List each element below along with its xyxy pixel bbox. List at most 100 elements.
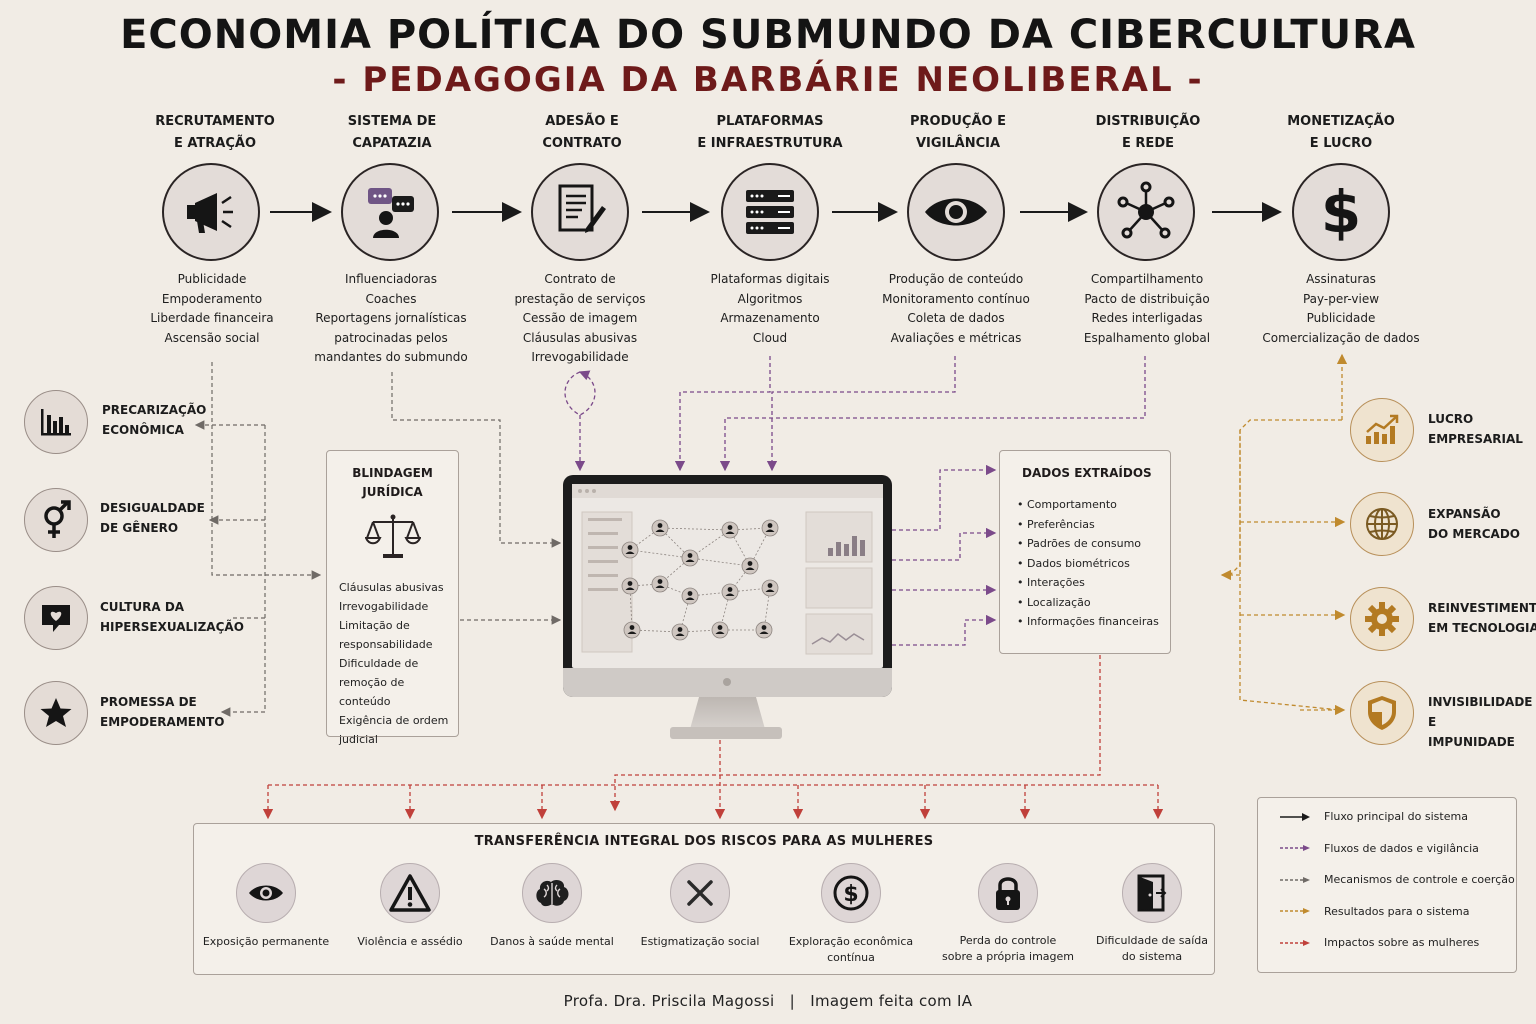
risk-icon-image-control	[978, 863, 1038, 923]
scales-icon	[327, 512, 458, 564]
legend: Fluxo principal do sistema Fluxos de dad…	[1257, 797, 1517, 973]
risk-icon-exit-difficulty	[1122, 863, 1182, 923]
coin-icon: $	[833, 875, 869, 911]
growth-chart-icon	[1366, 414, 1399, 444]
legend-swatch-control	[1280, 876, 1310, 883]
footer-note: Imagem feita com IA	[810, 992, 973, 1010]
footer-separator: |	[789, 992, 796, 1010]
shield-icon	[1368, 696, 1396, 730]
star-icon	[40, 698, 72, 727]
extracted-data-panel: DADOS EXTRAÍDOS • Comportamento • Prefer…	[999, 450, 1171, 654]
influencer-chat-icon	[368, 188, 414, 238]
risk-label-mental-health: Danos à saúde mental	[490, 935, 614, 948]
legend-item-results: Resultados para o sistema	[1280, 896, 1516, 928]
legend-swatch-results	[1280, 908, 1310, 915]
dollar-icon: $	[1321, 180, 1361, 244]
server-icon	[746, 190, 794, 234]
stage-icon-recruitment	[162, 163, 260, 261]
data-flow-lines	[564, 356, 1146, 646]
stage-icon-contract	[531, 163, 629, 261]
result-flow-lines	[1220, 353, 1348, 716]
impact-flow-lines	[262, 655, 1164, 820]
page-title: ECONOMIA POLÍTICA DO SUBMUNDO DA CIBERCU…	[120, 12, 1416, 58]
risk-icon-mental-health	[522, 863, 582, 923]
result-icon-reinvestment	[1350, 587, 1414, 651]
legend-swatch-impacts	[1280, 939, 1310, 946]
svg-text:$: $	[1321, 180, 1361, 244]
eye-icon	[249, 885, 283, 901]
bar-chart-icon	[41, 409, 71, 436]
result-icon-expansion	[1350, 492, 1414, 556]
contract-icon	[558, 184, 606, 233]
result-icon-impunity	[1350, 681, 1414, 745]
eye-icon	[925, 198, 987, 226]
monitor-screen	[572, 484, 883, 668]
network-dashboard-illustration	[572, 484, 883, 655]
extracted-data-title: DADOS EXTRAÍDOS	[1022, 466, 1152, 480]
legend-item-control: Mecanismos de controle e coerção	[1280, 864, 1516, 896]
legend-item-impacts: Impactos sobre as mulheres	[1280, 927, 1516, 959]
factor-icon-empowerment	[24, 681, 88, 745]
page-subtitle: - PEDAGOGIA DA BARBÁRIE NEOLIBERAL -	[332, 60, 1204, 100]
risk-icon-exploitation: $	[821, 863, 881, 923]
factor-icon-precarization	[24, 390, 88, 454]
stage-icon-platforms	[721, 163, 819, 261]
lock-icon	[996, 877, 1020, 910]
legend-item-data-flow: Fluxos de dados e vigilância	[1280, 833, 1516, 865]
monitor-stand	[690, 697, 765, 729]
risk-icon-stigma	[670, 863, 730, 923]
gender-icon	[44, 500, 71, 538]
risk-label-violence: Violência e assédio	[357, 935, 463, 948]
monitor-base	[670, 727, 782, 739]
network-icon	[1117, 181, 1175, 239]
risk-icon-violence	[380, 863, 440, 923]
legend-item-main-flow: Fluxo principal do sistema	[1280, 801, 1516, 833]
brain-icon	[536, 879, 569, 907]
stage-icon-surveillance	[907, 163, 1005, 261]
control-flow-lines	[194, 362, 562, 717]
x-icon	[687, 880, 713, 906]
stage-icon-overseers	[341, 163, 439, 261]
legend-swatch-data-flow	[1280, 845, 1310, 852]
megaphone-icon	[187, 193, 233, 233]
result-icon-profit	[1350, 398, 1414, 462]
factor-icon-gender	[24, 488, 88, 552]
globe-icon	[1366, 508, 1398, 540]
stage-icon-distribution	[1097, 163, 1195, 261]
monitor-logo	[723, 678, 731, 686]
heart-bubble-icon	[42, 605, 70, 632]
risk-label-stigma: Estigmatização social	[640, 935, 760, 948]
legend-swatch-main-flow	[1280, 812, 1310, 821]
footer: Profa. Dra. Priscila Magossi | Imagem fe…	[0, 992, 1536, 1010]
risk-icon-exposure	[236, 863, 296, 923]
footer-author: Profa. Dra. Priscila Magossi	[563, 992, 775, 1010]
risks-title: TRANSFERÊNCIA INTEGRAL DOS RISCOS PARA A…	[474, 834, 934, 849]
extracted-data-list: • Comportamento • Preferências • Padrões…	[1017, 498, 1159, 628]
risk-label-exposure: Exposição permanente	[202, 935, 330, 948]
